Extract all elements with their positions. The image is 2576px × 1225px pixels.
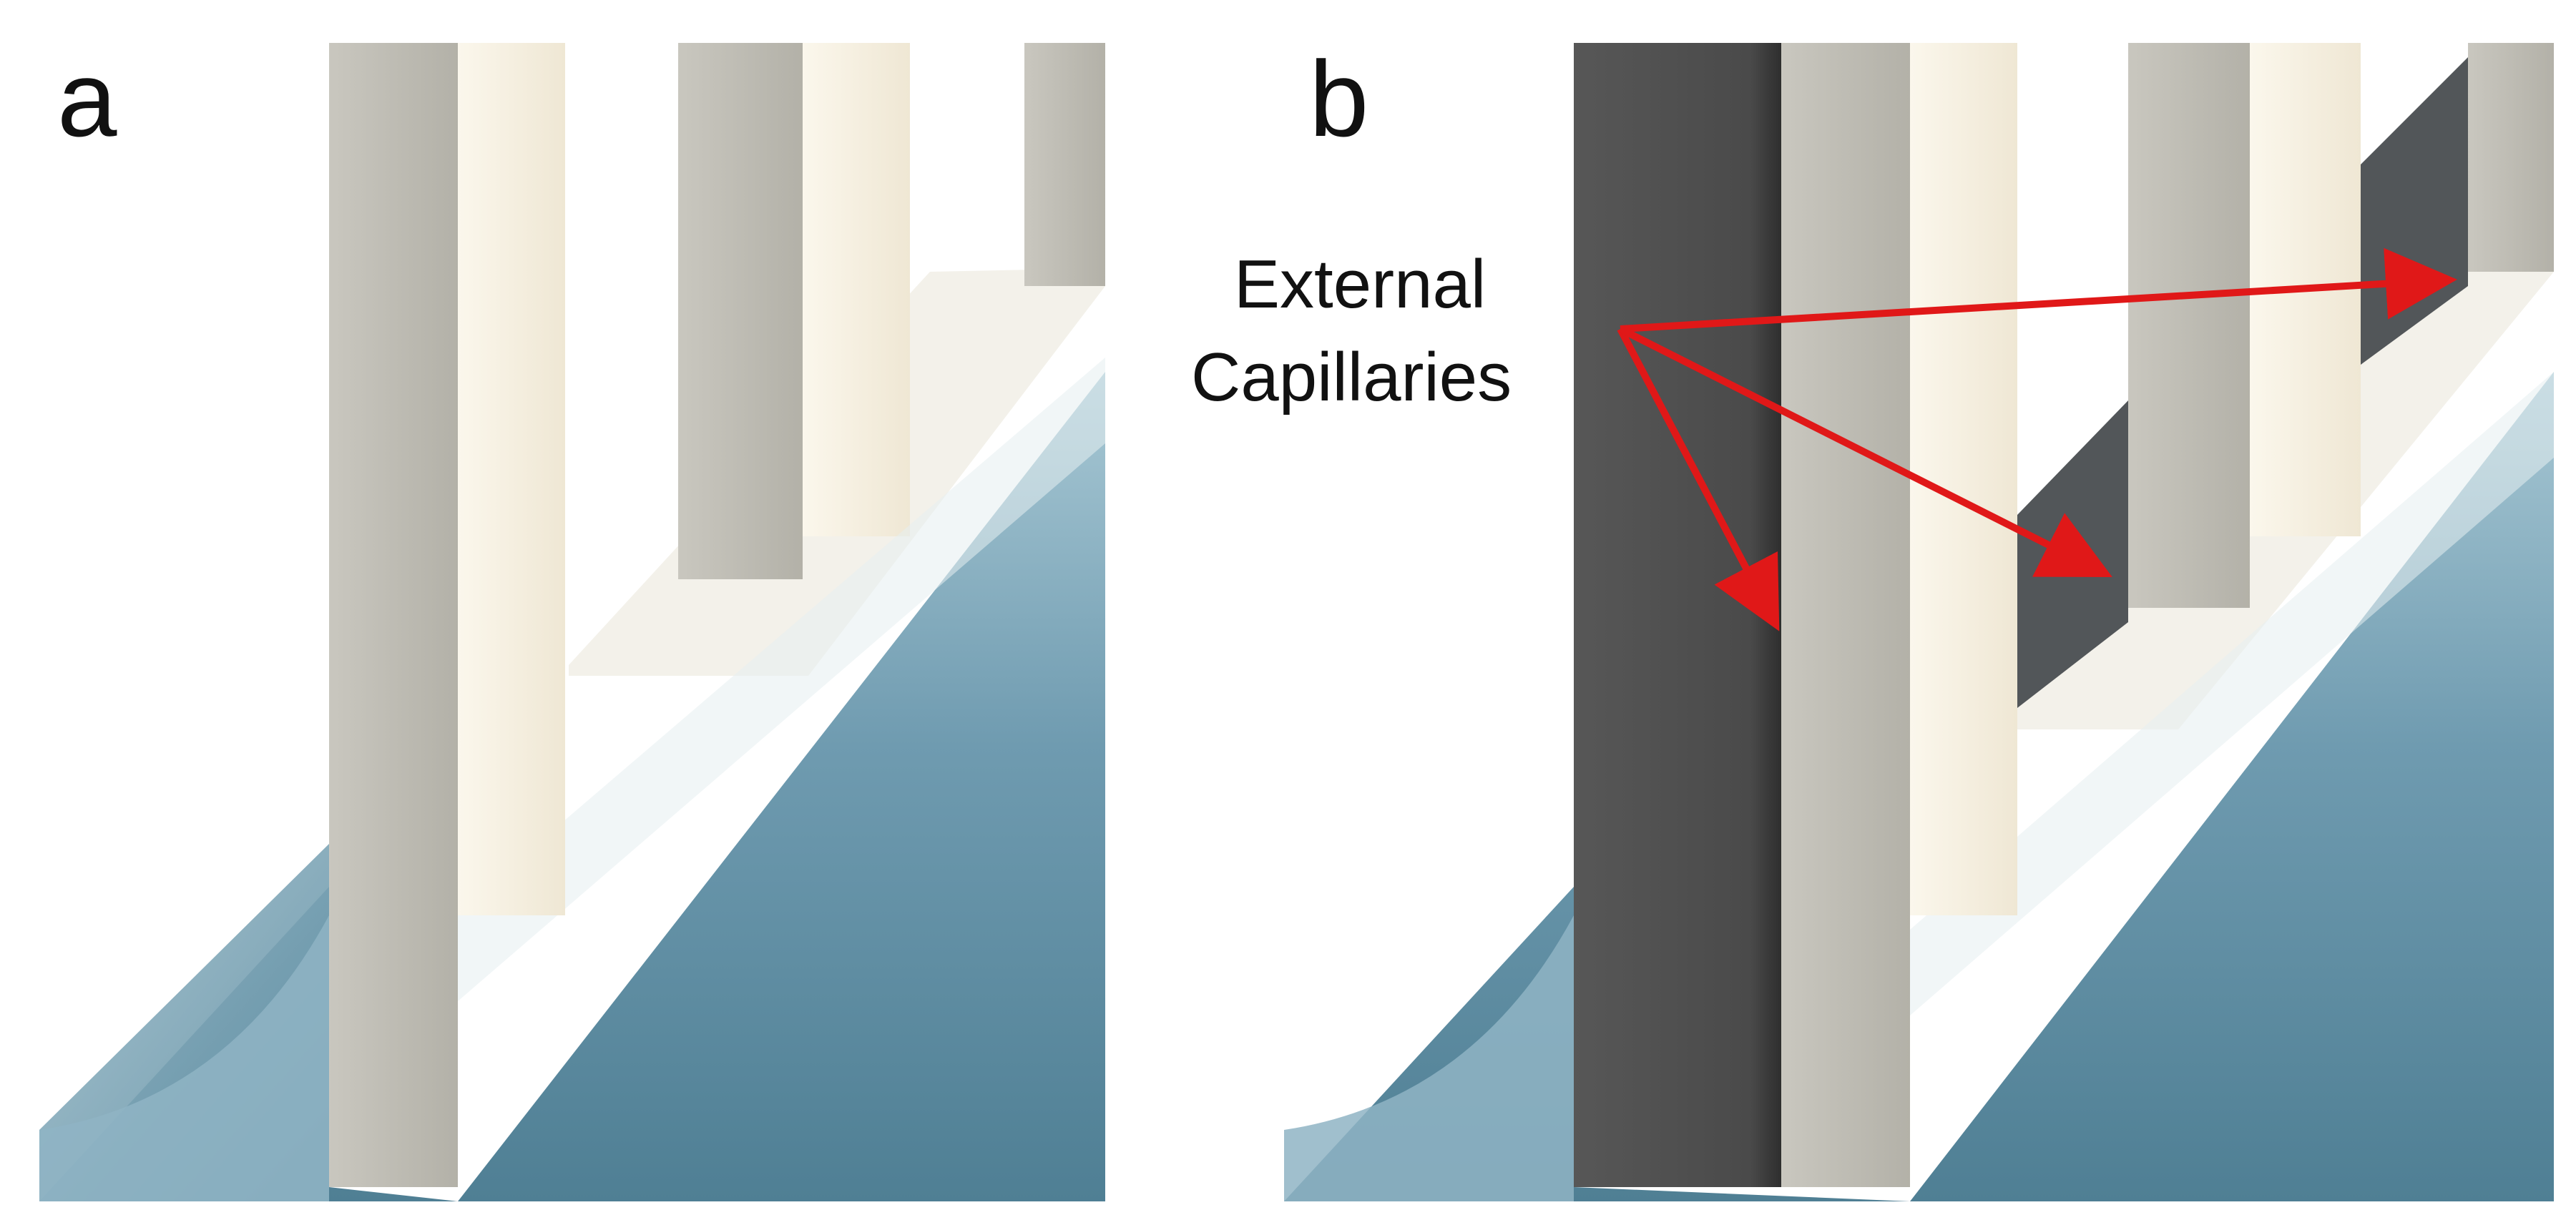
fin-front-face bbox=[458, 43, 565, 915]
meniscus-left-b bbox=[1284, 915, 1574, 1201]
arrow-to-right-capillary bbox=[1620, 247, 2457, 333]
water-body-b bbox=[1284, 372, 2554, 1201]
fin-b-front-side bbox=[1781, 43, 1910, 1187]
fin-b-back-middle-side bbox=[2128, 43, 2250, 608]
arrow-to-middle-capillary bbox=[1618, 325, 2112, 578]
panel-a-label: a bbox=[57, 39, 117, 159]
meniscus-left bbox=[39, 915, 329, 1201]
panel-b-label: b bbox=[1309, 39, 1368, 159]
panel-a: a bbox=[39, 39, 1105, 1201]
panel-b: b External Capillaries bbox=[1191, 39, 2554, 1201]
fin-back-middle-side bbox=[678, 43, 803, 579]
fin-front-side bbox=[329, 43, 458, 1187]
water-surface-band bbox=[458, 358, 1105, 1001]
arrow-to-front-capillary bbox=[1617, 327, 1780, 631]
fin-b-back-right-side bbox=[2468, 43, 2554, 272]
fin-back-right-side bbox=[1024, 43, 1105, 286]
water-surface-band-b bbox=[1910, 372, 2554, 1015]
callout-line-1: External bbox=[1234, 246, 1486, 323]
fin-b-front-face bbox=[1910, 43, 2017, 915]
fin-back-middle-face bbox=[803, 43, 910, 536]
callout-line-2: Capillaries bbox=[1191, 339, 1512, 415]
capillary-front bbox=[1574, 43, 1781, 1187]
